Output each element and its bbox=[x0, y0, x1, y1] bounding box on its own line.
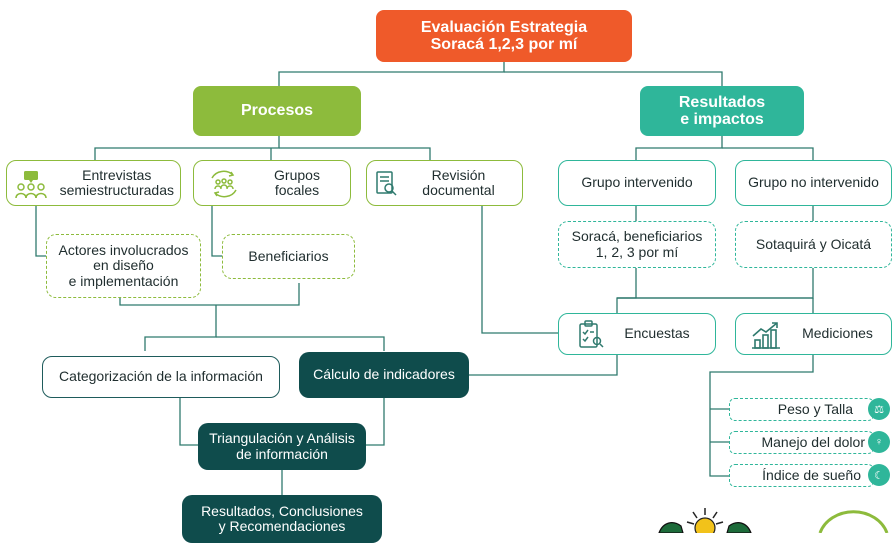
encuestas-text: Encuestas bbox=[624, 325, 690, 342]
group-icon bbox=[211, 170, 237, 198]
grupo-no-intervenido-box: Grupo no intervenido bbox=[735, 160, 892, 206]
grupo-intervenido-text: Grupo intervenido bbox=[581, 174, 693, 191]
grupos-focales-text: Grupos focales bbox=[274, 166, 320, 198]
entrevistas-text: Entrevistas semiestructuradas bbox=[59, 166, 174, 198]
actores-box: Actores involucrados en diseño e impleme… bbox=[46, 234, 201, 298]
soraca-box: Soracá, beneficiarios 1, 2, 3 por mí bbox=[558, 221, 716, 268]
survey-icon bbox=[579, 320, 604, 348]
resultados-text: Resultados e impactos bbox=[678, 93, 766, 128]
sotaquira-text: Sotaquirá y Oicatá bbox=[755, 235, 872, 252]
scale-icon: ⚖ bbox=[868, 398, 890, 420]
resultados-finales-text: Resultados, Conclusiones y Recomendacion… bbox=[201, 503, 363, 535]
resultados-finales-box: Resultados, Conclusiones y Recomendacion… bbox=[182, 495, 382, 543]
entrevistas-box: Entrevistas semiestructuradas bbox=[6, 160, 181, 206]
peso-talla-box: Peso y Talla bbox=[729, 398, 874, 421]
procesos-text: Procesos bbox=[240, 102, 314, 120]
logo-sun bbox=[658, 508, 752, 533]
dolor-text: Manejo del dolor bbox=[761, 433, 865, 450]
title-box: Evaluación Estrategia Soracá 1,2,3 por m… bbox=[376, 10, 632, 62]
grupos-focales-box: Grupos focales bbox=[193, 160, 351, 206]
interview-icon bbox=[15, 171, 47, 199]
triangulacion-text: Triangulación y Análisis de información bbox=[209, 430, 355, 462]
beneficiarios-box: Beneficiarios bbox=[222, 234, 355, 279]
mediciones-text: Mediciones bbox=[802, 325, 873, 342]
sleep-icon: ☾ bbox=[868, 464, 890, 486]
categorizacion-box: Categorización de la información bbox=[42, 356, 280, 398]
logo-circle bbox=[818, 510, 889, 533]
sueno-text: Índice de sueño bbox=[762, 466, 861, 483]
sotaquira-box: Sotaquirá y Oicatá bbox=[735, 221, 892, 268]
resultados-box: Resultados e impactos bbox=[640, 86, 804, 136]
sueno-box: Índice de sueño bbox=[729, 464, 874, 487]
calculo-box: Cálculo de indicadores bbox=[299, 352, 469, 398]
revision-box: Revisión documental bbox=[366, 160, 523, 206]
encuestas-box: Encuestas bbox=[558, 313, 716, 355]
grupo-no-intervenido-text: Grupo no intervenido bbox=[748, 174, 879, 191]
title-text: Evaluación Estrategia Soracá 1,2,3 por m… bbox=[420, 18, 588, 53]
calculo-text: Cálculo de indicadores bbox=[313, 366, 455, 383]
document-icon bbox=[376, 171, 397, 196]
procesos-box: Procesos bbox=[193, 86, 361, 136]
triangulacion-box: Triangulación y Análisis de información bbox=[198, 423, 366, 470]
pregnant-icon: ♀ bbox=[868, 431, 890, 453]
revision-text: Revisión documental bbox=[422, 166, 495, 198]
beneficiarios-text: Beneficiarios bbox=[248, 247, 329, 264]
dolor-box: Manejo del dolor bbox=[729, 431, 874, 454]
soraca-text: Soracá, beneficiarios 1, 2, 3 por mí bbox=[571, 228, 703, 260]
actores-text: Actores involucrados en diseño e impleme… bbox=[58, 242, 189, 289]
chart-icon bbox=[752, 322, 780, 349]
peso-talla-text: Peso y Talla bbox=[777, 400, 853, 417]
grupo-intervenido-box: Grupo intervenido bbox=[558, 160, 716, 206]
mediciones-box: Mediciones bbox=[735, 313, 892, 355]
categorizacion-text: Categorización de la información bbox=[59, 368, 263, 385]
